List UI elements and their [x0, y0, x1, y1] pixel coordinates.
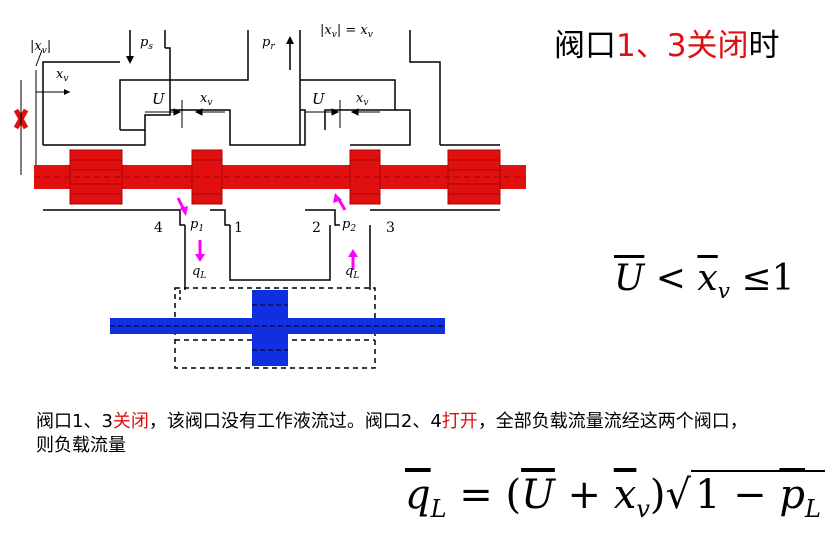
abs-eq-label: |xv| = xv	[320, 23, 373, 40]
flow-arrow-icon	[176, 197, 355, 270]
ps-label: ps	[140, 35, 153, 52]
port-4-label: 4	[154, 220, 163, 236]
abs-xv-label: |xv|	[30, 39, 51, 56]
title-part3: 时	[748, 28, 780, 64]
description: 阀口1、3关闭，该阀口没有工作液流过。阀口2、4打开，全部负载流量流经这两个阀口…	[36, 411, 748, 456]
x-left-label: xv	[200, 91, 212, 108]
xv-label: xv	[56, 67, 68, 84]
pr-label: pr	[262, 35, 275, 52]
port-3-label: 3	[386, 220, 395, 236]
condition-formula: U < xv ≤1	[614, 258, 795, 305]
x-right-label: xv	[356, 91, 368, 108]
piston	[110, 290, 445, 366]
title-part1: 阀口	[554, 28, 616, 64]
title-highlight: 1、3关闭	[616, 28, 749, 64]
ql-left-label: qL	[192, 264, 206, 281]
ql-right-label: qL	[345, 264, 359, 281]
p1-label: p1	[190, 217, 204, 234]
spool	[34, 149, 526, 205]
valve-body	[42, 30, 500, 369]
page-title: 阀口1、3关闭时	[554, 20, 779, 65]
p2-label: p2	[342, 217, 356, 234]
valve-diagram: |xv| xv ps pr |xv| = xv U xv U xv p1 p2 …	[13, 23, 526, 369]
u-left-label: U	[152, 90, 166, 108]
u-right-label: U	[312, 90, 326, 108]
port-2-label: 2	[312, 220, 321, 236]
port-1-label: 1	[234, 220, 243, 236]
flow-formula: qL = (U + xv)√1 − pL	[405, 470, 825, 523]
